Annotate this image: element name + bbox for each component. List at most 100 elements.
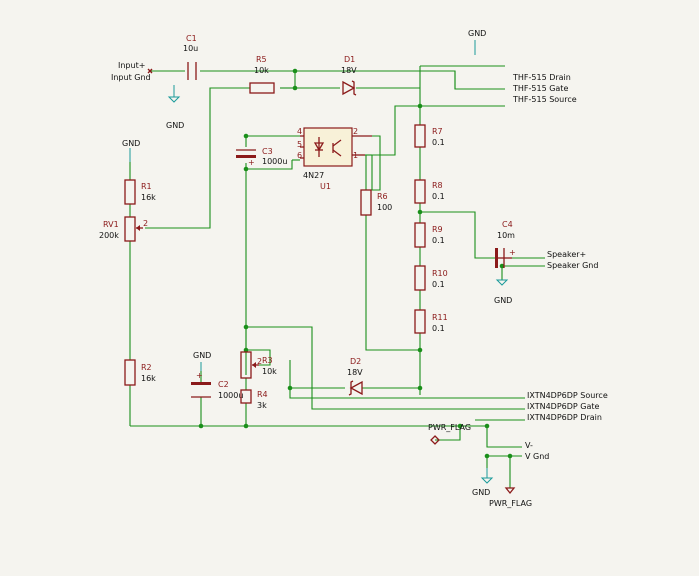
gnd-symbol-bottom: GND (472, 468, 494, 497)
c3-value: 1000u (262, 157, 287, 166)
d2-ref: D2 (350, 357, 361, 366)
r3-value: 10k (262, 367, 277, 376)
label-ixt-drain: IXTN4DP6DP Drain (527, 413, 602, 422)
r10-ref: R10 (432, 269, 448, 278)
resistor-r2: R2 16k (124, 359, 156, 386)
gnd-symbol-input: GND (166, 85, 184, 130)
gnd-bottom-label: GND (472, 488, 490, 497)
resistor-r6: R6 100 (360, 189, 392, 216)
u1-pin-6: 6 (297, 151, 302, 160)
c2-ref: C2 (218, 380, 229, 389)
r1-ref: R1 (141, 182, 152, 191)
u1-value: 4N27 (303, 171, 324, 180)
label-vgnd: V Gnd (525, 452, 549, 461)
d1-value: 18V (341, 66, 357, 75)
label-ixt-source: IXTN4DP6DP Source (527, 391, 608, 400)
c2-plus: + (196, 371, 203, 380)
c2-value: 1000u (218, 391, 243, 400)
label-thf-gate: THF-515 Gate (512, 84, 568, 93)
potentiometer-r3: 2 R3 10k (240, 351, 277, 379)
pwr-flag-left: PWR_FLAG (428, 423, 471, 445)
capacitor-c4: + C4 10m (495, 220, 516, 268)
resistor-r1: R1 16k (124, 179, 156, 205)
resistor-r10: R10 0.1 (414, 265, 448, 291)
r2-value: 16k (141, 374, 156, 383)
ixtn-connector: IXTN4DP6DP Source IXTN4DP6DP Gate IXTN4D… (527, 391, 608, 422)
r9-ref: R9 (432, 225, 443, 234)
c4-ref: C4 (502, 220, 513, 229)
zener-d2: D2 18V (347, 357, 363, 396)
resistor-r4: R4 3k (240, 389, 268, 410)
gnd-symbol-c2: GND (193, 351, 211, 371)
power-connector: V- V Gnd (525, 441, 549, 461)
c3-ref: C3 (262, 147, 273, 156)
d2-value: 18V (347, 368, 363, 377)
gnd-input-label: GND (166, 121, 184, 130)
gnd-symbol-r1: GND (122, 139, 140, 162)
r5-ref: R5 (256, 55, 267, 64)
rv1-pin-2: 2 (143, 219, 148, 228)
u1-pin-2: 2 (353, 127, 358, 136)
r11-value: 0.1 (432, 324, 445, 333)
capacitor-c2: + C2 1000u (191, 371, 243, 400)
r11-ref: R11 (432, 313, 448, 322)
resistor-r11: R11 0.1 (414, 309, 448, 334)
r7-value: 0.1 (432, 138, 445, 147)
r6-value: 100 (377, 203, 392, 212)
c4-value: 10m (497, 231, 515, 240)
c3-plus: + (248, 158, 255, 167)
r7-ref: R7 (432, 127, 443, 136)
label-vminus: V- (525, 441, 533, 450)
r3-pin-2: 2 (257, 357, 262, 366)
rv1-ref: RV1 (103, 220, 119, 229)
label-input-gnd: Input Gnd (111, 73, 151, 82)
gnd-symbol-top: GND (468, 29, 486, 55)
pwr-flag-bottom: PWR_FLAG (489, 487, 532, 508)
r6-ref: R6 (377, 192, 388, 201)
u1-pin-5: 5 (297, 140, 302, 149)
c1-value: 10u (183, 44, 198, 53)
r2-ref: R2 (141, 363, 152, 372)
gnd-c4-label: GND (494, 296, 512, 305)
label-speaker-pos: Speaker+ (547, 250, 586, 259)
zener-d1: D1 18V (341, 55, 357, 96)
pwr-flag-left-label: PWR_FLAG (428, 423, 471, 432)
r1-value: 16k (141, 193, 156, 202)
resistor-r8: R8 0.1 (414, 179, 445, 204)
gnd-top-label: GND (468, 29, 486, 38)
u1-pin-1: 1 (353, 151, 358, 160)
d1-ref: D1 (344, 55, 355, 64)
rv1-value: 200k (99, 231, 119, 240)
c1-ref: C1 (186, 34, 197, 43)
thf515-connector: THF-515 Drain THF-515 Gate THF-515 Sourc… (454, 71, 577, 104)
capacitor-c3: + C3 1000u (236, 147, 287, 167)
gnd-c2-label: GND (193, 351, 211, 360)
r5-value: 10k (254, 66, 269, 75)
label-input-pos: Input+ (118, 61, 145, 70)
label-speaker-gnd: Speaker Gnd (547, 261, 598, 270)
u1-ref: U1 (320, 182, 331, 191)
wires (129, 65, 545, 488)
potentiometer-rv1: 2 RV1 200k (99, 216, 148, 242)
r8-ref: R8 (432, 181, 443, 190)
label-thf-source: THF-515 Source (512, 95, 577, 104)
capacitor-c1: C1 10u (183, 34, 198, 80)
resistor-r9: R9 0.1 (414, 222, 445, 248)
r9-value: 0.1 (432, 236, 445, 245)
gnd-symbol-c4: GND (494, 279, 512, 305)
u1-pin-4: 4 (297, 127, 302, 136)
gnd-r1-label: GND (122, 139, 140, 148)
resistor-r7: R7 0.1 (414, 124, 445, 148)
r10-value: 0.1 (432, 280, 445, 289)
label-thf-drain: THF-515 Drain (512, 73, 571, 82)
r4-value: 3k (257, 401, 267, 410)
r4-ref: R4 (257, 390, 268, 399)
speaker-connector: Speaker+ Speaker Gnd (547, 250, 598, 270)
optocoupler-u1: 4 5 6 2 1 4N27 U1 (297, 127, 372, 191)
r3-ref: R3 (262, 356, 273, 365)
c4-plus: + (509, 248, 516, 257)
label-ixt-gate: IXTN4DP6DP Gate (527, 402, 600, 411)
pwr-flag-bottom-label: PWR_FLAG (489, 499, 532, 508)
r8-value: 0.1 (432, 192, 445, 201)
